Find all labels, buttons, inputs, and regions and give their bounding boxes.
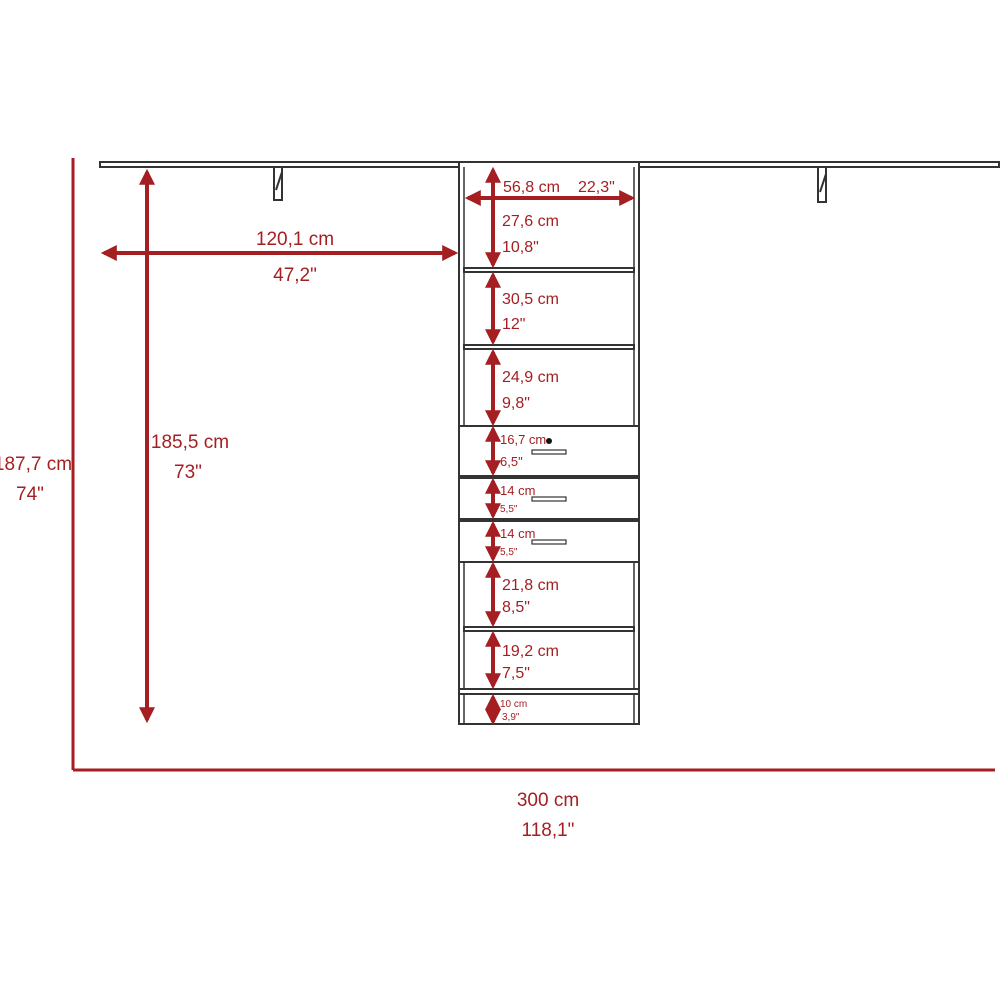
overall-height-cm: 187,7 cm [0,454,72,475]
compartment-9-cm: 10 cm [500,699,527,710]
compartment-dimensions: 27,6 cm 10,8" 30,5 cm 12" 24,9 cm 9,8" 1… [485,166,559,726]
compartment-3-cm: 24,9 cm [502,369,559,386]
compartment-8-cm: 19,2 cm [502,643,559,660]
shelf [463,344,635,350]
compartment-5-cm: 14 cm [500,483,535,498]
base-shelf [458,688,640,695]
overall-width-cm: 300 cm [517,790,579,811]
left-wall-bracket [273,167,283,201]
compartment-4-in: 6,5" [500,454,523,469]
tower-width-cm: 56,8 cm [503,179,560,196]
side-width-cm: 120,1 cm [256,229,334,250]
lock-icon [546,438,552,444]
compartment-6-in: 5,5" [500,547,518,558]
compartment-1-cm: 27,6 cm [502,213,559,230]
compartment-8-in: 7,5" [502,665,530,682]
overall-height-in: 74" [16,484,44,505]
compartment-7-cm: 21,8 cm [502,577,559,594]
drawer-handle [531,449,567,455]
compartment-2-cm: 30,5 cm [502,291,559,308]
compartment-7-in: 8,5" [502,599,530,616]
compartment-5-in: 5,5" [500,504,518,515]
shelf-height-in: 73" [174,462,202,483]
compartment-4-cm: 16,7 cm [500,432,546,447]
tower-width-in: 22,3" [578,179,615,196]
side-width-in: 47,2" [273,265,317,286]
overall-width-in: 118,1" [522,820,575,841]
compartment-6-cm: 14 cm [500,526,535,541]
shelf [463,626,635,632]
drawer-handle [531,539,567,545]
shelf [463,267,635,273]
closet-furniture [99,161,1000,725]
compartment-1-in: 10,8" [502,239,539,256]
drawer-handle [531,496,567,502]
compartment-3-in: 9,8" [502,395,530,412]
shelf-height-cm: 185,5 cm [151,432,229,453]
right-wall-bracket [817,167,827,203]
compartment-9-in: 3,9" [502,712,520,723]
compartment-2-in: 12" [502,316,525,333]
